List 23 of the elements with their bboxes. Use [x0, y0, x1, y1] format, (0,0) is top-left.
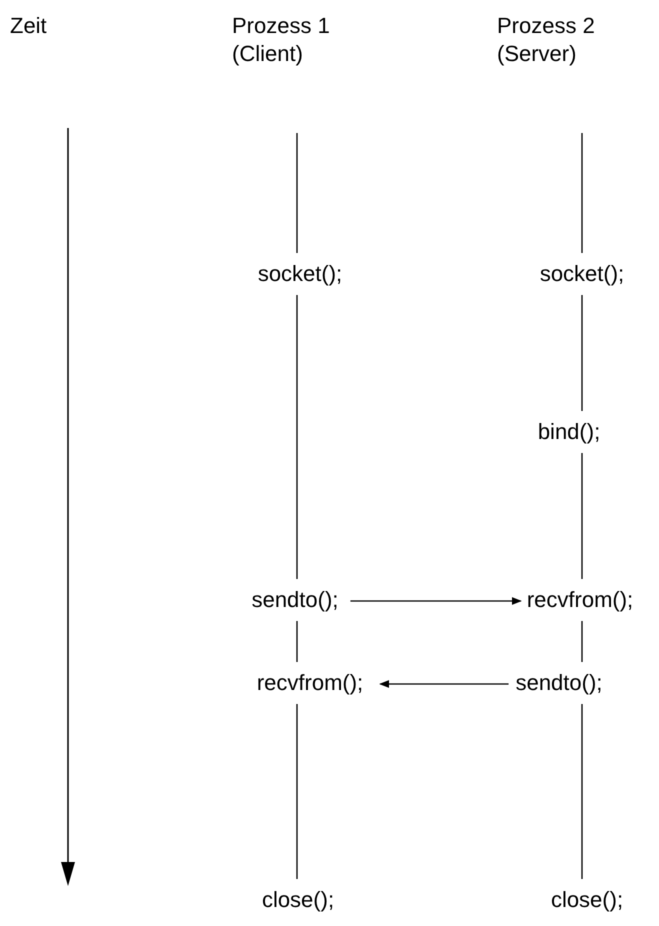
connector-line	[296, 295, 298, 579]
process-heading: Prozess 2 (Server)	[497, 12, 627, 68]
function-call: sendto();	[516, 670, 602, 696]
connector-line	[296, 133, 298, 253]
function-call: recvfrom();	[256, 670, 364, 696]
connector-line	[581, 295, 583, 411]
function-call: recvfrom();	[526, 587, 634, 613]
function-call: socket();	[258, 261, 342, 287]
function-call: close();	[550, 887, 624, 913]
function-call: socket();	[540, 261, 624, 287]
arrow	[379, 680, 509, 688]
arrow	[350, 597, 522, 605]
connector-line	[296, 704, 298, 879]
connector-line	[296, 621, 298, 662]
connector-line	[581, 621, 583, 662]
axis-label: Zeit	[10, 12, 47, 40]
connector-line	[581, 704, 583, 879]
connector-line	[581, 133, 583, 253]
process-heading: Prozess 1 (Client)	[232, 12, 362, 68]
connector-line	[581, 453, 583, 579]
function-call: close();	[262, 887, 334, 913]
function-call: sendto();	[252, 587, 338, 613]
function-call: bind();	[538, 419, 600, 445]
